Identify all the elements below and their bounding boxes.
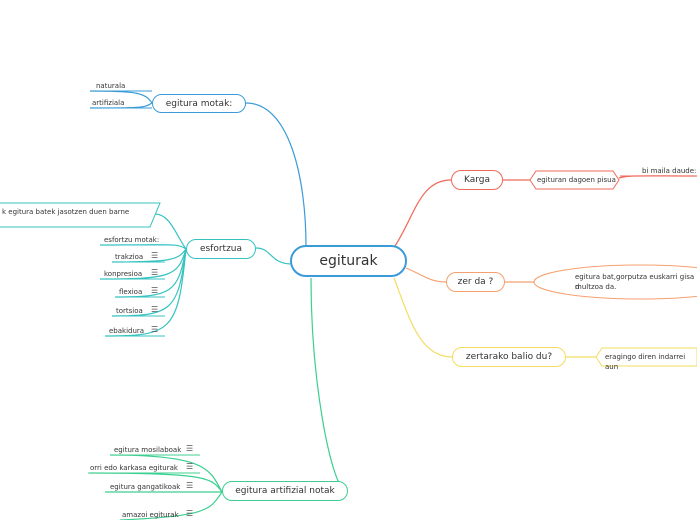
zer-da-definition-shape bbox=[533, 264, 697, 300]
notes-icon[interactable]: ☰ bbox=[186, 509, 194, 518]
egitura-artifizial-notak-label: egitura artifizial notak bbox=[235, 486, 335, 496]
connector-amazoi bbox=[119, 491, 223, 520]
esfortzu-note-text[interactable]: k egitura batek jasotzen duen barne bbox=[2, 208, 130, 216]
leaf-egitura-gangatikoak[interactable]: egitura gangatikoak bbox=[110, 483, 181, 491]
leaf-orri-karkasa[interactable]: orri edo karkasa egiturak bbox=[90, 464, 178, 472]
connector-zertarako bbox=[393, 277, 453, 358]
leaf-tortsioa[interactable]: tortsioa bbox=[116, 307, 143, 315]
leaf-flexioa[interactable]: flexioa bbox=[119, 288, 143, 296]
esfortzua-label: esfortzua bbox=[199, 244, 243, 254]
leaf-egitura-mosilaboak[interactable]: egitura mosilaboak bbox=[114, 446, 182, 454]
egitura-motak-label: egitura motak: bbox=[165, 98, 233, 109]
connector-esfortzu-note bbox=[154, 213, 187, 250]
connector-egitura-artifizial-notak bbox=[310, 277, 346, 493]
connector-mosilaboak bbox=[109, 454, 223, 493]
zertarako-label: zertarako balio du? bbox=[465, 352, 553, 362]
leaf-ebakidura[interactable]: ebakidura bbox=[109, 327, 145, 335]
zertarako-child-text[interactable]: eragingo diren indarrei aun bbox=[605, 353, 686, 371]
zertarako-child-shape bbox=[595, 347, 697, 367]
zer-da-label: zer da ? bbox=[457, 277, 494, 287]
karga-node[interactable]: Karga bbox=[451, 170, 503, 190]
connector-esfortzua bbox=[255, 247, 293, 265]
notes-icon[interactable]: ☰ bbox=[186, 462, 194, 471]
leaf-trakzioa[interactable]: trakzioa bbox=[115, 253, 144, 261]
egitura-artifizial-notak-node[interactable]: egitura artifizial notak bbox=[222, 481, 348, 501]
egitura-motak-node[interactable]: egitura motak: bbox=[152, 94, 246, 113]
notes-icon[interactable]: ☰ bbox=[151, 325, 159, 334]
connector-zer-da bbox=[405, 267, 447, 283]
connector-egitura-motak bbox=[245, 102, 307, 247]
root-node[interactable]: egiturak bbox=[290, 245, 407, 277]
karga-grandchild-text[interactable]: bi maila daude: bbox=[642, 167, 697, 175]
zer-da-definition-line2[interactable]: multzoa da. bbox=[575, 283, 617, 291]
zer-da-definition-line1[interactable]: egitura bat,gorputza euskarri gisa d bbox=[575, 273, 695, 291]
leaf-naturala[interactable]: naturala bbox=[96, 82, 126, 90]
root-label: egiturak bbox=[319, 253, 378, 269]
notes-icon[interactable]: ☰ bbox=[151, 268, 159, 277]
notes-icon[interactable]: ☰ bbox=[186, 481, 194, 490]
leaf-konpresioa[interactable]: konpresioa bbox=[104, 270, 143, 278]
notes-icon[interactable]: ☰ bbox=[186, 444, 194, 453]
karga-label: Karga bbox=[463, 175, 491, 185]
notes-icon[interactable]: ☰ bbox=[151, 286, 159, 295]
leaf-esfortzu-motak[interactable]: esfortzu motak: bbox=[104, 236, 160, 244]
connector-karga bbox=[394, 179, 452, 247]
leaf-artifiziala[interactable]: artifiziala bbox=[92, 99, 125, 107]
zer-da-node[interactable]: zer da ? bbox=[446, 272, 505, 292]
zertarako-node[interactable]: zertarako balio du? bbox=[452, 347, 566, 367]
karga-child-shape bbox=[529, 170, 620, 190]
karga-child-text[interactable]: egituran dagoen pisua bbox=[537, 176, 616, 184]
esfortzua-node[interactable]: esfortzua bbox=[186, 239, 256, 259]
notes-icon[interactable]: ☰ bbox=[151, 305, 159, 314]
esfortzu-note-shape bbox=[0, 202, 161, 228]
notes-icon[interactable]: ☰ bbox=[151, 251, 159, 260]
leaf-amazoi-egiturak[interactable]: amazoi egiturak bbox=[122, 511, 179, 519]
